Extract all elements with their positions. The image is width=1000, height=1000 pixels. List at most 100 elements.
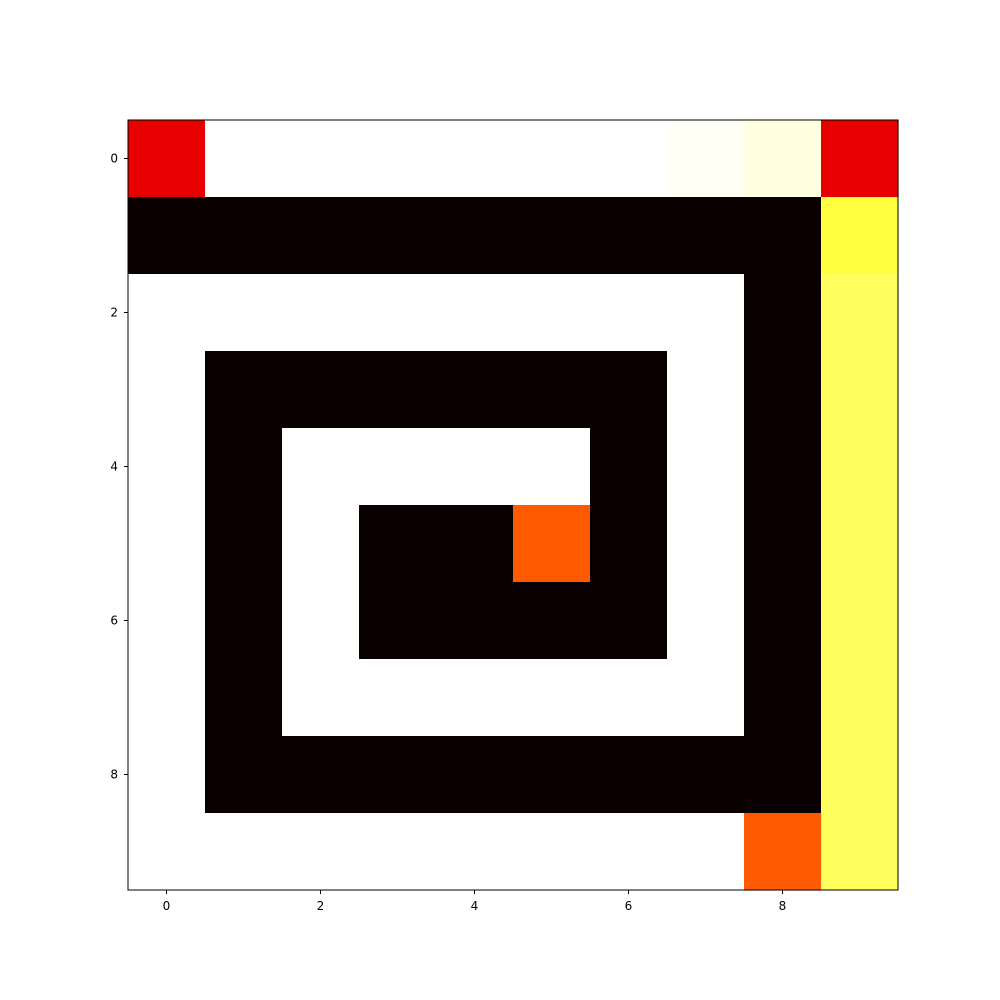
heatmap-cell-r9-c3: [359, 813, 437, 891]
heatmap-cell-r2-c1: [205, 274, 283, 352]
heatmap-cell-r2-c7: [667, 274, 745, 352]
heatmap-cell-r8-c6: [590, 736, 668, 814]
heatmap-cell-r2-c5: [513, 274, 591, 352]
x-tick-label-0: 0: [163, 899, 171, 913]
heatmap-cell-r0-c2: [282, 120, 360, 198]
x-tick-label-6: 6: [625, 899, 633, 913]
heatmap-cell-r4-c0: [128, 428, 206, 506]
heatmap-cell-r6-c5: [513, 582, 591, 660]
heatmap-cell-r4-c4: [436, 428, 514, 506]
heatmap-cell-r3-c5: [513, 351, 591, 429]
heatmap-cell-r5-c1: [205, 505, 283, 583]
heatmap-cell-r4-c5: [513, 428, 591, 506]
heatmap-cell-r3-c1: [205, 351, 283, 429]
x-tick-label-8: 8: [779, 899, 787, 913]
heatmap-cell-r5-c8: [744, 505, 822, 583]
heatmap-cell-r7-c5: [513, 659, 591, 737]
heatmap-cell-r3-c7: [667, 351, 745, 429]
heatmap-cell-r7-c3: [359, 659, 437, 737]
heatmap-cell-r8-c1: [205, 736, 283, 814]
heatmap-cell-r4-c1: [205, 428, 283, 506]
y-tick-label-6: 6: [110, 614, 118, 628]
heatmap-cell-r4-c3: [359, 428, 437, 506]
heatmap-cell-r4-c9: [821, 428, 899, 506]
heatmap-cell-r9-c9: [821, 813, 899, 891]
axes-frame: [127, 119, 899, 891]
heatmap-cell-r6-c6: [590, 582, 668, 660]
heatmap-cell-r1-c2: [282, 197, 360, 275]
heatmap-cell-r1-c8: [744, 197, 822, 275]
heatmap-cell-r1-c3: [359, 197, 437, 275]
heatmap-cell-r8-c4: [436, 736, 514, 814]
heatmap-cell-r2-c9: [821, 274, 899, 352]
heatmap-cell-r8-c0: [128, 736, 206, 814]
heatmap-cell-r9-c8: [744, 813, 822, 891]
heatmap-cell-r2-c3: [359, 274, 437, 352]
heatmap-cell-r2-c4: [436, 274, 514, 352]
heatmap-cell-r2-c6: [590, 274, 668, 352]
x-tick-label-2: 2: [317, 899, 325, 913]
heatmap-cell-r1-c0: [128, 197, 206, 275]
heatmap-cell-r6-c8: [744, 582, 822, 660]
heatmap-cell-r7-c4: [436, 659, 514, 737]
heatmap-cell-r9-c0: [128, 813, 206, 891]
heatmap-cell-r1-c7: [667, 197, 745, 275]
heatmap-cell-r7-c7: [667, 659, 745, 737]
heatmap-cell-r5-c3: [359, 505, 437, 583]
heatmap-cell-r0-c4: [436, 120, 514, 198]
heatmap-cell-r3-c8: [744, 351, 822, 429]
heatmap-cell-r5-c5: [513, 505, 591, 583]
heatmap-cell-r9-c2: [282, 813, 360, 891]
heatmap-cell-r6-c0: [128, 582, 206, 660]
heatmap-cell-r7-c2: [282, 659, 360, 737]
heatmap-cell-r6-c1: [205, 582, 283, 660]
heatmap-cell-r7-c9: [821, 659, 899, 737]
heatmap-cell-r2-c2: [282, 274, 360, 352]
y-tick-label-8: 8: [110, 768, 118, 782]
heatmap-cell-r0-c5: [513, 120, 591, 198]
heatmap-cell-r6-c7: [667, 582, 745, 660]
x-axis: 0 2 4 6 8: [163, 890, 787, 913]
heatmap-cell-r1-c5: [513, 197, 591, 275]
heatmap-cell-r7-c1: [205, 659, 283, 737]
heatmap-cell-r7-c8: [744, 659, 822, 737]
heatmap-cell-r2-c8: [744, 274, 822, 352]
heatmap-cells: [128, 120, 899, 891]
heatmap-cell-r5-c2: [282, 505, 360, 583]
heatmap-cell-r9-c7: [667, 813, 745, 891]
heatmap-cell-r4-c6: [590, 428, 668, 506]
heatmap-cell-r1-c1: [205, 197, 283, 275]
heatmap-cell-r6-c4: [436, 582, 514, 660]
heatmap-cell-r0-c0: [128, 120, 206, 198]
heatmap-cell-r8-c7: [667, 736, 745, 814]
heatmap-cell-r8-c5: [513, 736, 591, 814]
heatmap-cell-r5-c6: [590, 505, 668, 583]
heatmap-cell-r8-c9: [821, 736, 899, 814]
heatmap-cell-r0-c3: [359, 120, 437, 198]
heatmap-cell-r8-c3: [359, 736, 437, 814]
heatmap-cell-r9-c4: [436, 813, 514, 891]
heatmap-cell-r9-c6: [590, 813, 668, 891]
heatmap-cell-r4-c7: [667, 428, 745, 506]
heatmap-cell-r6-c2: [282, 582, 360, 660]
heatmap-cell-r6-c9: [821, 582, 899, 660]
heatmap-cell-r6-c3: [359, 582, 437, 660]
heatmap-cell-r0-c8: [744, 120, 822, 198]
heatmap-cell-r3-c2: [282, 351, 360, 429]
heatmap-cell-r7-c0: [128, 659, 206, 737]
heatmap-cell-r7-c6: [590, 659, 668, 737]
heatmap-cell-r1-c6: [590, 197, 668, 275]
heatmap-cell-r4-c8: [744, 428, 822, 506]
heatmap-cell-r8-c2: [282, 736, 360, 814]
heatmap-cell-r4-c2: [282, 428, 360, 506]
x-tick-label-4: 4: [471, 899, 479, 913]
heatmap-cell-r5-c9: [821, 505, 899, 583]
heatmap-cell-r0-c6: [590, 120, 668, 198]
heatmap-cell-r5-c7: [667, 505, 745, 583]
heatmap-cell-r3-c9: [821, 351, 899, 429]
heatmap-cell-r9-c1: [205, 813, 283, 891]
heatmap-cell-r3-c4: [436, 351, 514, 429]
heatmap-cell-r0-c7: [667, 120, 745, 198]
heatmap-cell-r2-c0: [128, 274, 206, 352]
